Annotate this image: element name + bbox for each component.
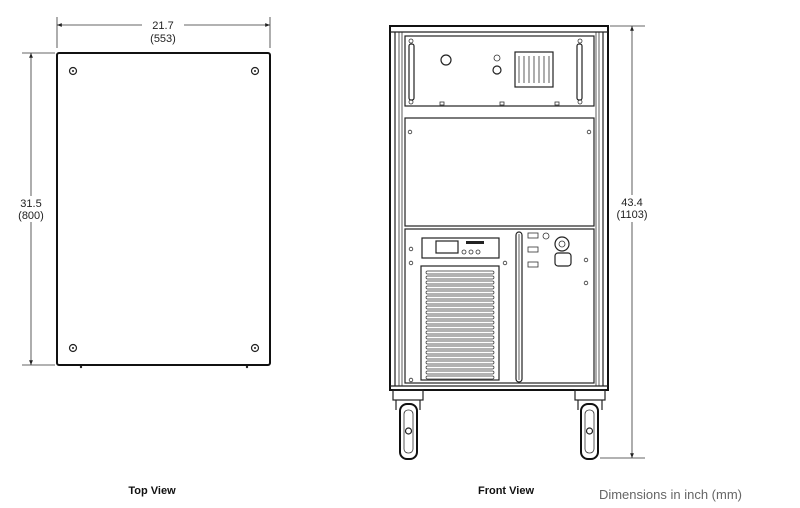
louver-slat — [425, 275, 495, 280]
chiller-section — [404, 228, 595, 384]
controller-display — [435, 240, 459, 254]
louver-slat — [425, 340, 495, 345]
rack-handle-right — [576, 43, 583, 101]
louver-slat — [425, 335, 495, 340]
louver-slat — [425, 325, 495, 330]
heatsink-fins — [518, 56, 550, 83]
units-note: Dimensions in inch (mm) — [599, 487, 742, 502]
louver-slat — [425, 305, 495, 310]
caster-right — [574, 389, 606, 460]
top-view-screws — [68, 66, 260, 353]
front-view: 43.4 (1103) Front View — [389, 25, 648, 497]
top-view-caption: Top View — [128, 485, 176, 497]
width-mm-label: (553) — [150, 33, 176, 45]
power-switch-icon — [492, 65, 502, 75]
top-rack-panel — [404, 35, 595, 107]
connector-label-3 — [527, 261, 539, 268]
connector-label-1 — [527, 232, 539, 239]
rack-handle-left — [408, 43, 415, 101]
fill-cap — [554, 236, 570, 252]
louver-slat — [425, 300, 495, 305]
louver-slat — [425, 365, 495, 370]
connector-label-2 — [527, 246, 539, 253]
louver-slat — [425, 375, 495, 380]
caster-left — [392, 389, 424, 460]
louver-slat — [425, 345, 495, 350]
depth-inch-label: 31.5 — [20, 198, 41, 210]
drain-valve — [554, 252, 572, 267]
middle-blank-panel — [404, 117, 595, 227]
side-rails — [390, 31, 608, 387]
foot-marker-right — [245, 365, 249, 369]
top-view-outline — [56, 52, 271, 366]
front-view-caption: Front View — [478, 485, 534, 497]
louver-slat — [425, 330, 495, 335]
heatsink-grille — [514, 51, 554, 88]
louver-slat — [425, 285, 495, 290]
louver-slat — [425, 270, 495, 275]
louver-slat — [425, 280, 495, 285]
height-inch-label: 43.4 — [621, 197, 642, 209]
louver-slat — [425, 315, 495, 320]
depth-mm-label: (800) — [18, 210, 44, 222]
louver-slat — [425, 320, 495, 325]
controller-panel — [421, 237, 500, 259]
panel-port-icon — [440, 54, 452, 66]
louver-slat — [425, 350, 495, 355]
cabinet-frame — [389, 25, 609, 391]
width-inch-label: 21.7 — [152, 20, 173, 32]
foot-marker-left — [79, 365, 83, 369]
height-mm-label: (1103) — [617, 209, 648, 221]
top-view: 21.7 (553) 31.5 (800) Top View — [18, 17, 271, 497]
louver-slats — [425, 270, 495, 380]
louver-slat — [425, 370, 495, 375]
louver-slat — [425, 290, 495, 295]
louver-slat — [425, 310, 495, 315]
louver-slat — [425, 360, 495, 365]
louver-slat — [425, 295, 495, 300]
louver-slat — [425, 355, 495, 360]
level-sight-tube — [515, 231, 523, 383]
vent-louver — [420, 265, 500, 381]
